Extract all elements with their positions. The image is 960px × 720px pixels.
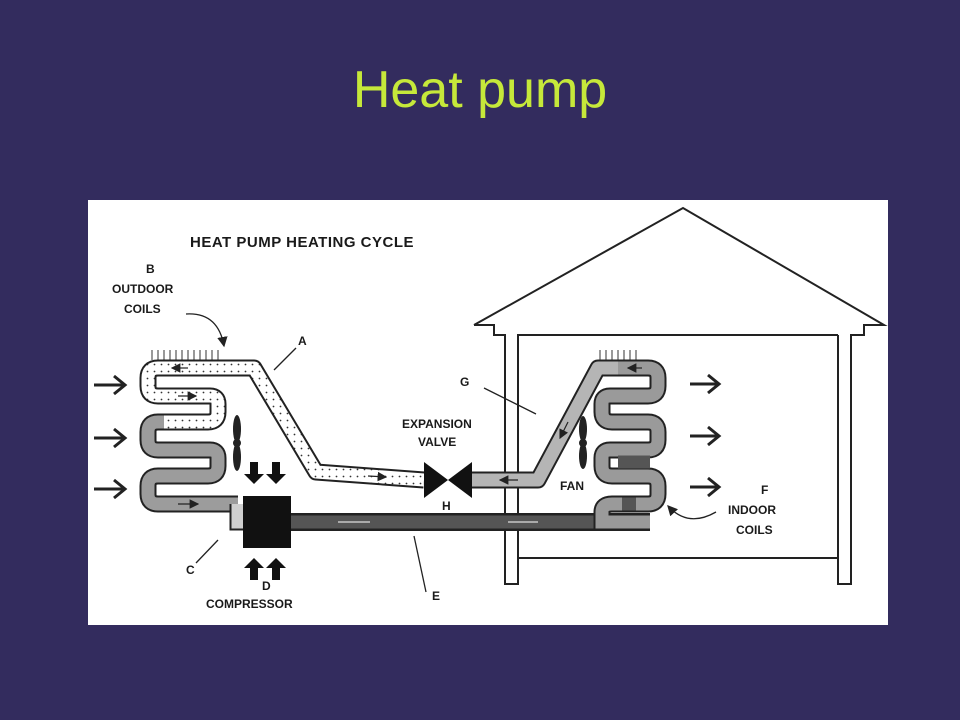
outdoor-coils xyxy=(139,350,238,513)
indoor-fan-icon xyxy=(579,416,587,469)
indoor-coils xyxy=(593,350,667,531)
label-outdoor: OUTDOOR xyxy=(112,282,174,296)
house-outline xyxy=(473,206,888,585)
outdoor-air-arrows xyxy=(94,374,128,500)
slide-title: Heat pump xyxy=(352,61,608,119)
compressor-arrows-icon xyxy=(244,462,286,580)
indoor-air-arrows xyxy=(690,373,722,498)
diagram-labels: B OUTDOOR COILS A G EXPANSION VALVE H FA… xyxy=(112,262,776,611)
outdoor-fan-icon xyxy=(233,415,241,471)
label-c: C xyxy=(186,563,195,577)
line-a-pipe xyxy=(224,359,425,489)
label-outdoor-coils: COILS xyxy=(124,302,161,316)
leader-lines xyxy=(185,313,717,593)
label-indoor: INDOOR xyxy=(728,503,776,517)
label-h: H xyxy=(442,499,451,513)
compressor-box xyxy=(243,496,291,548)
label-g: G xyxy=(460,375,469,389)
label-b: B xyxy=(146,262,155,276)
heat-pump-diagram: HEAT PUMP HEATING CYCLE xyxy=(94,206,888,611)
label-expansion: EXPANSION xyxy=(402,417,472,431)
diagram-panel: HEAT PUMP HEATING CYCLE xyxy=(88,200,888,625)
label-a: A xyxy=(298,334,307,348)
diagram-heading: HEAT PUMP HEATING CYCLE xyxy=(190,234,414,251)
label-f: F xyxy=(761,483,768,497)
label-compressor: COMPRESSOR xyxy=(206,597,293,611)
line-g-pipe xyxy=(472,359,618,489)
expansion-valve-icon xyxy=(424,462,472,498)
label-e: E xyxy=(432,589,440,603)
label-valve: VALVE xyxy=(418,435,456,449)
label-d: D xyxy=(262,579,271,593)
label-indoor-coils: COILS xyxy=(736,523,773,537)
label-fan: FAN xyxy=(560,479,584,493)
